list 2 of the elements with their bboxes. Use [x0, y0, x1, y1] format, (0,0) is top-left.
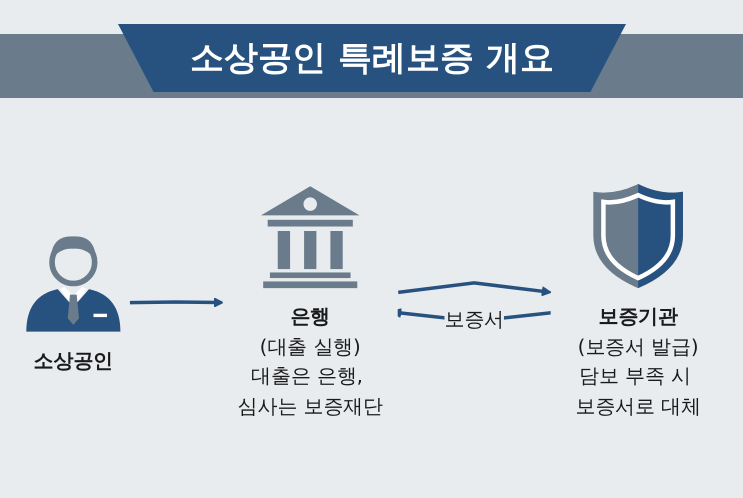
- title-banner: 소상공인 특례보증 개요: [118, 24, 626, 92]
- edge-label: 보증서: [444, 308, 504, 332]
